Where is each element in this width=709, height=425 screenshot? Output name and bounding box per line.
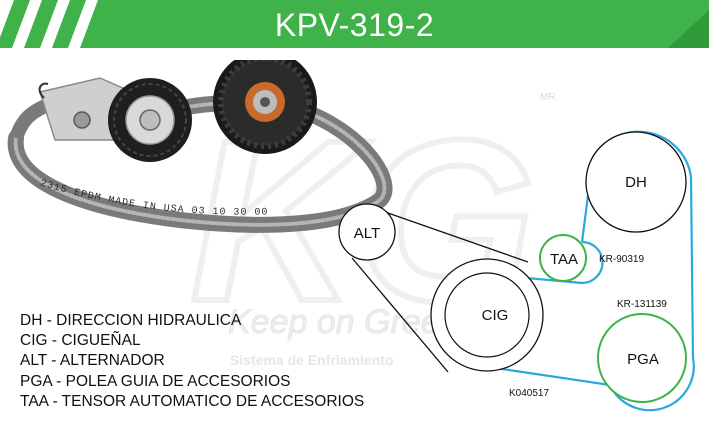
pulley-alt (338, 203, 396, 261)
pulley-cig-outer (430, 258, 544, 372)
pulley-dh-label: DH (625, 174, 647, 191)
pulley-pga-label: PGA (627, 351, 659, 368)
watermark-subtitle: Sistema de Enfriamiento (230, 352, 393, 368)
pulley-cig-inner (444, 272, 530, 358)
tensor-bolt (73, 111, 91, 129)
pulley-cig-label: CIG (482, 307, 509, 324)
legend: DH - DIRECCION HIDRAULICA CIG - CIGUEÑAL… (20, 311, 364, 412)
product-photo: 2315 EPDM MADE IN USA 03 10 30 00 (7, 60, 393, 233)
header-corner (668, 10, 709, 48)
pulley-pga (597, 313, 687, 403)
tensor-wire (38, 82, 49, 99)
pulley-alt-label: ALT (354, 225, 380, 242)
legend-item-cig: CIG - CIGUEÑAL (20, 332, 141, 350)
watermark-mark: MR (540, 92, 556, 103)
header-stripe-2 (24, 0, 58, 48)
legend-item-pga: PGA - POLEA GUIA DE ACCESORIOS (20, 372, 291, 390)
header-stripe-3 (52, 0, 86, 48)
pulley-dh (585, 131, 687, 233)
belt-alt-bottom (351, 257, 449, 373)
part-number-belt: K040517 (509, 388, 549, 399)
header-stripe-1 (0, 0, 30, 48)
legend-item-alt: ALT - ALTERNADOR (20, 352, 165, 370)
page-title: KPV-319-2 (274, 7, 435, 43)
part-number-pga: KR-131139 (617, 299, 667, 310)
belt-alt-top (364, 204, 529, 263)
header-banner (0, 0, 709, 48)
legend-item-dh: DH - DIRECCION HIDRAULICA (20, 312, 242, 329)
watermark-slogan: Keep on Green (228, 303, 459, 341)
legend-item-taa: TAA - TENSOR AUTOMATICO DE ACCESORIOS (20, 392, 365, 410)
pulley-taa-label: TAA (550, 251, 578, 268)
part-number-taa: KR-90319 (599, 254, 644, 265)
header-bar (80, 0, 709, 48)
pulley-taa (539, 234, 587, 282)
